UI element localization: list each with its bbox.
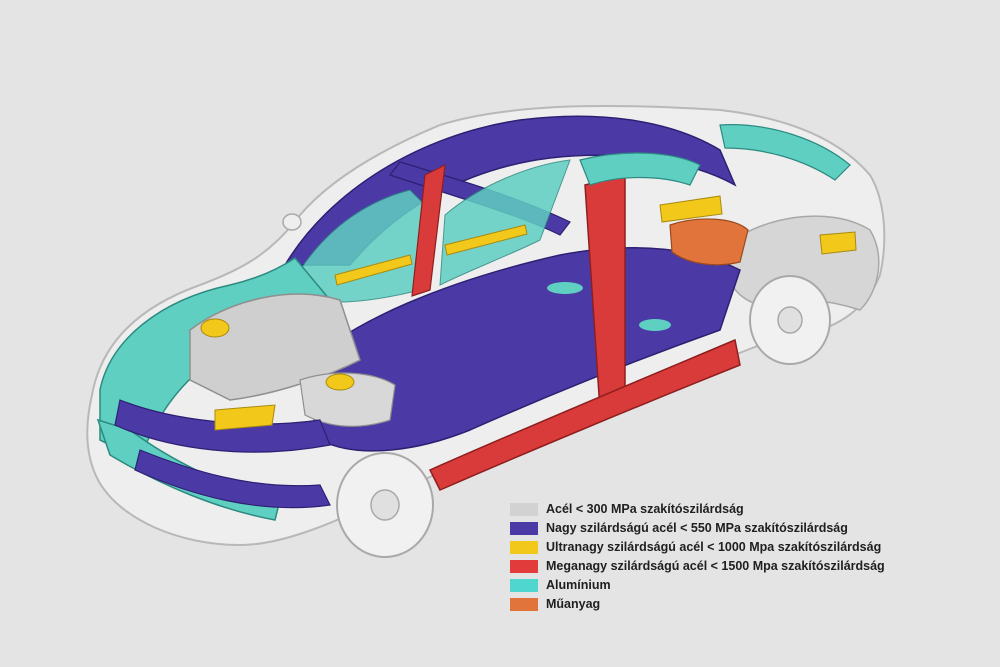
legend-label: Ultranagy szilárdságú acél < 1000 Mpa sz…: [546, 540, 882, 554]
rear-floor-crossmember: [659, 195, 723, 223]
door-beam-front: [334, 254, 413, 286]
a-pillar-reinforcement: [411, 163, 446, 297]
legend-label: Meganagy szilárdságú acél < 1500 Mpa sza…: [546, 559, 885, 573]
side-sill: [428, 338, 741, 491]
legend-label: Műanyag: [546, 597, 601, 611]
front-bumper-insert: [214, 404, 276, 431]
rear-aluminium-structure: [719, 124, 851, 181]
rear-wheel: [749, 275, 831, 365]
rear-bumper-insert: [819, 231, 857, 255]
rear-door-window: [439, 159, 571, 286]
legend-swatch: [510, 521, 538, 535]
fuel-tank-plastic: [669, 218, 749, 266]
engine-bay-right: [299, 372, 396, 427]
legend-item: Nagy szilárdságú acél < 550 MPa szakítós…: [510, 519, 910, 537]
side-mirror: [282, 213, 302, 231]
floor-pan: [299, 247, 741, 452]
legend-swatch: [510, 597, 538, 611]
front-wheel: [336, 452, 434, 558]
legend-item: Ultranagy szilárdságú acél < 1000 Mpa sz…: [510, 538, 910, 556]
legend-swatch: [510, 540, 538, 554]
legend-item: Meganagy szilárdságú acél < 1500 Mpa sza…: [510, 557, 910, 575]
legend-swatch: [510, 559, 538, 573]
legend-item: Acél < 300 MPa szakítószilárdság: [510, 500, 910, 518]
legend-item: Alumínium: [510, 576, 910, 594]
legend-label: Nagy szilárdságú acél < 550 MPa szakítós…: [546, 521, 848, 535]
engine-bay: [189, 293, 361, 401]
legend-item: Műanyag: [510, 595, 910, 613]
door-beam-rear: [444, 224, 528, 256]
legend-swatch: [510, 578, 538, 592]
rear-quarter-panel: [579, 152, 701, 186]
floor-aluminium-spot-1: [547, 282, 583, 294]
front-subframe: [134, 449, 331, 509]
legend-label: Alumínium: [546, 578, 611, 592]
legend-label: Acél < 300 MPa szakítószilárdság: [546, 502, 744, 516]
floor-aluminium-spot-2: [639, 319, 671, 331]
strut-tower-cap-left: [200, 318, 230, 338]
strut-tower-cap-right: [325, 373, 355, 391]
legend-swatch: [510, 502, 538, 516]
